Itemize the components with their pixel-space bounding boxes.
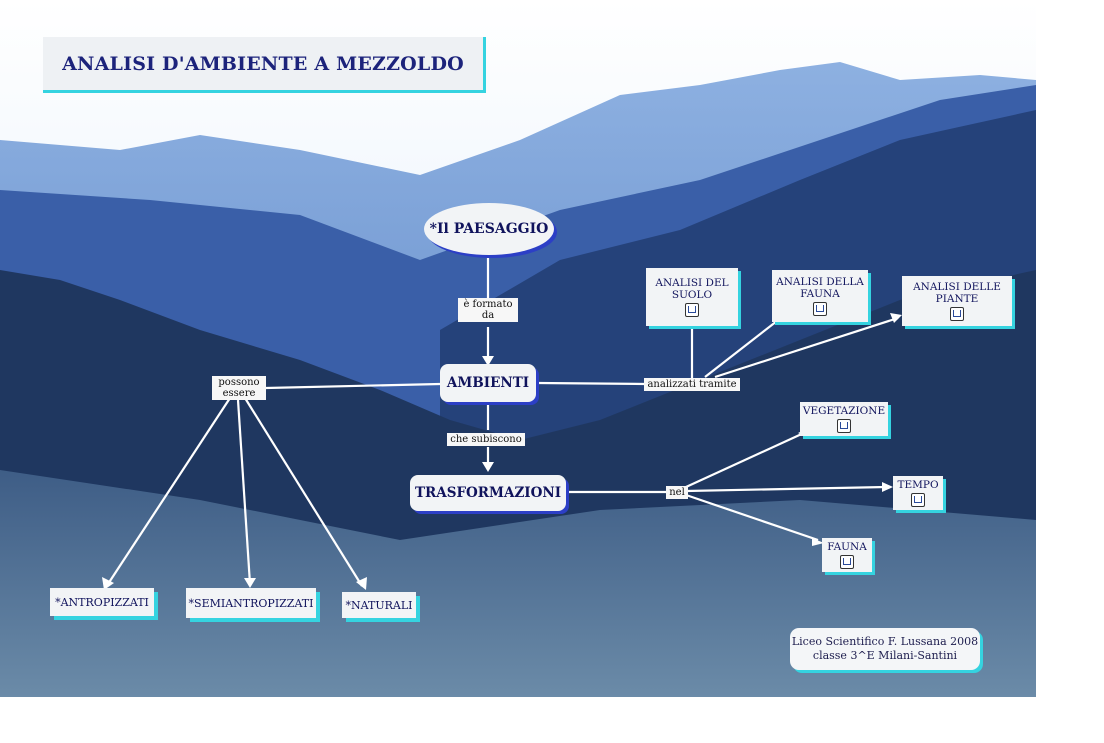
link-label-analizzati: analizzati tramite (644, 378, 740, 391)
node-vegetazione[interactable]: VEGETAZIONE (800, 402, 888, 436)
submap-icon[interactable] (685, 303, 699, 317)
credit-line-1: Liceo Scientifico F. Lussana 2008 (791, 635, 979, 648)
node-semiantropizzati[interactable]: *SEMIANTROPIZZATI (186, 588, 316, 618)
node-analisi-fauna[interactable]: ANALISI DELLA FAUNA (772, 270, 868, 322)
node-analisi-suolo[interactable]: ANALISI DEL SUOLO (646, 268, 738, 326)
credit-line-2: classe 3^E Milani-Santini (812, 649, 958, 662)
link-label-nel: nel (666, 486, 688, 499)
submap-icon[interactable] (813, 302, 827, 316)
link-label-possono: possono essere (212, 376, 266, 400)
node-trasformazioni[interactable]: TRASFORMAZIONI (410, 475, 566, 511)
link-label-subiscono: che subiscono (447, 433, 525, 446)
credit-box: Liceo Scientifico F. Lussana 2008 classe… (790, 628, 980, 670)
node-antropizzati[interactable]: *ANTROPIZZATI (50, 588, 154, 616)
submap-icon[interactable] (911, 493, 925, 507)
node-naturali[interactable]: *NATURALI (342, 592, 416, 618)
node-analisi-piante[interactable]: ANALISI DELLE PIANTE (902, 276, 1012, 326)
link-label-formato: è formato da (458, 298, 518, 322)
node-ambienti[interactable]: AMBIENTI (440, 364, 536, 402)
node-paesaggio[interactable]: *Il PAESAGGIO (424, 203, 554, 255)
submap-icon[interactable] (840, 555, 854, 569)
page-title: ANALISI D'AMBIENTE A MEZZOLDO (43, 37, 486, 93)
node-tempo[interactable]: TEMPO (893, 476, 943, 510)
node-fauna[interactable]: FAUNA (822, 538, 872, 572)
submap-icon[interactable] (950, 307, 964, 321)
submap-icon[interactable] (837, 419, 851, 433)
